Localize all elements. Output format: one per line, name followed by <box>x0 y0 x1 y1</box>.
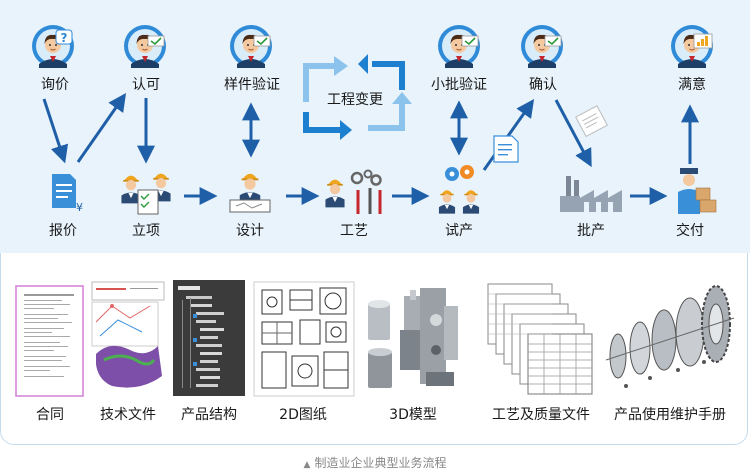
doc-label-contract: 合同 <box>36 407 64 423</box>
2d-drawing-thumbnail-icon <box>253 281 355 397</box>
customer-happy-icon <box>670 24 714 68</box>
manual-thumbnail-icon <box>605 285 735 388</box>
doc-label-manual: 产品使用维护手册 <box>614 407 726 423</box>
step-label-pilot-verify: 小批验证 <box>431 77 487 93</box>
step-label-design: 设计 <box>236 223 264 239</box>
arrow-inquiry-to-quote <box>42 98 69 164</box>
delivery-person-icon <box>678 168 717 214</box>
doc-label-tech: 技术文件 <box>100 407 156 423</box>
svg-text:¥: ¥ <box>76 201 83 214</box>
arrow-confirm-to-mass <box>554 99 592 168</box>
doc-label-drawing: 2D图纸 <box>279 407 327 423</box>
step-label-process: 工艺 <box>340 223 368 239</box>
factory-icon <box>560 176 622 212</box>
customer-check-icon <box>520 24 564 68</box>
step-label-approve: 认可 <box>132 77 160 93</box>
engineering-change-cycle-icon <box>303 54 412 140</box>
quote-document-icon: ¥ <box>52 174 83 214</box>
step-label-inquiry: 询价 <box>41 77 69 93</box>
floating-paper-icon <box>575 105 608 138</box>
doc-label-model: 3D模型 <box>389 407 437 423</box>
3d-model-thumbnail-icon <box>368 288 458 388</box>
floating-document-icon <box>493 135 519 163</box>
customer-check-icon <box>123 24 167 68</box>
worker-tools-icon <box>325 169 382 214</box>
team-meeting-icon <box>121 173 171 215</box>
doc-label-quality: 工艺及质量文件 <box>492 407 590 423</box>
step-label-sample: 样件验证 <box>224 77 280 93</box>
step-label-deliver: 交付 <box>676 223 704 239</box>
step-label-satisfy: 满意 <box>678 77 706 93</box>
customer-check-icon <box>229 24 273 68</box>
triangle-up-icon: ▲ <box>303 460 311 470</box>
step-label-change: 工程变更 <box>327 92 383 108</box>
step-label-mass: 批产 <box>577 223 605 239</box>
arrow-quote-to-approve <box>76 93 127 163</box>
caption-text: 制造业企业典型业务流程 <box>314 456 447 470</box>
step-label-trial: 试产 <box>445 223 473 239</box>
svg-text:?: ? <box>61 31 68 45</box>
contract-thumbnail-icon <box>15 285 84 397</box>
workers-gears-icon <box>438 165 480 214</box>
step-label-confirm: 确认 <box>529 77 557 93</box>
product-structure-thumbnail-icon <box>173 280 245 396</box>
tech-file-thumbnail-icon <box>91 281 165 388</box>
customer-question-icon: ? <box>31 24 75 68</box>
doc-label-bom: 产品结构 <box>181 407 237 423</box>
engineer-drawing-icon <box>229 173 271 213</box>
step-label-quote: 报价 <box>49 223 77 239</box>
step-label-project: 立项 <box>132 223 160 239</box>
process-quality-files-thumbnail-icon <box>487 283 593 395</box>
customer-check-icon <box>437 24 481 68</box>
figure-caption: ▲制造业企业典型业务流程 <box>0 454 750 471</box>
